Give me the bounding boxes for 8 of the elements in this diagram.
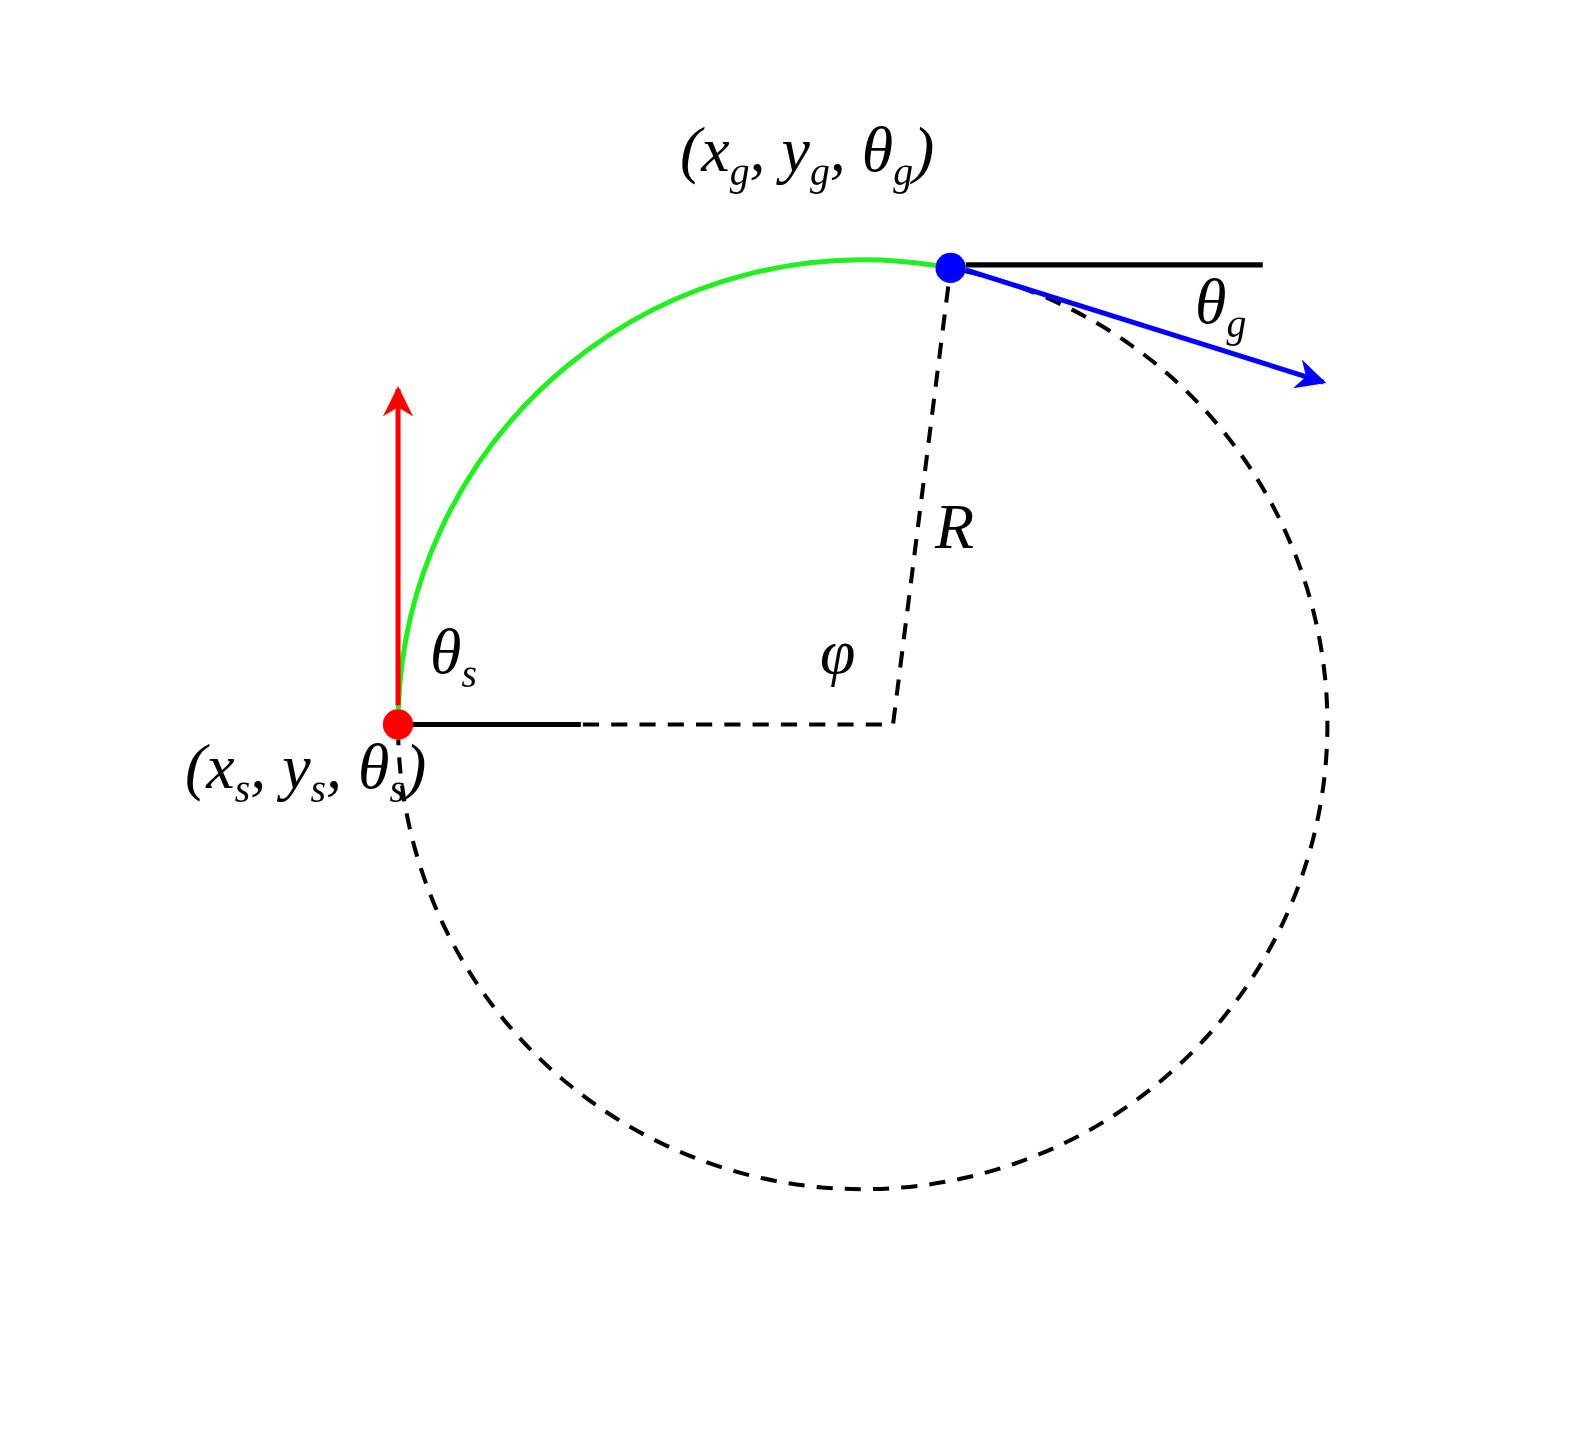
goal-point [935,252,966,284]
angle-label: θ$_{g}$ [1195,270,1247,345]
pose-label: (x$_{g}$, y$_{g}$, θ$_{g}$) [680,118,935,193]
angle-label: θ$_{s}$ [430,620,477,695]
dashed-circle-arc [396,269,1329,1191]
start-point [382,709,414,740]
pose-label: (x$_{s}$, y$_{s}$, θ$_{s}$) [185,735,427,810]
radius-label: R [935,495,975,559]
